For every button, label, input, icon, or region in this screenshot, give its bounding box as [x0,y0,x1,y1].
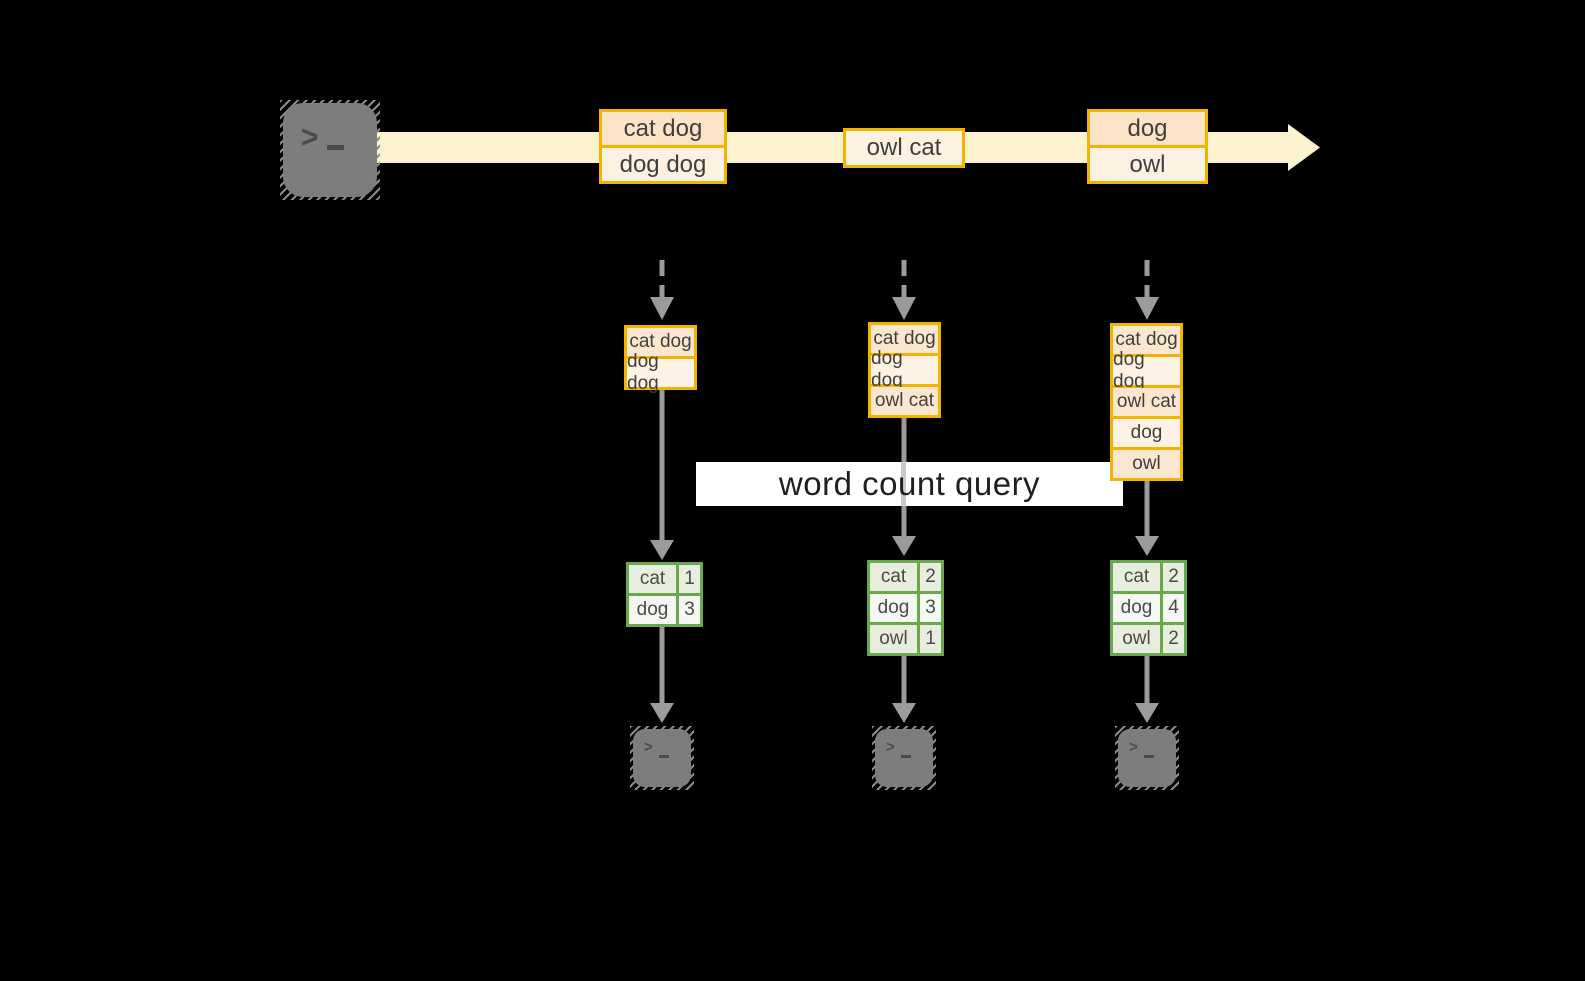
prompt-underscore-icon [327,145,344,150]
table-row: dog 3 [629,596,700,624]
word-cell: dog [1113,594,1160,622]
table-row: dog 3 [870,594,941,622]
terminal-screen: > [875,729,933,787]
event-cell: owl cat [846,131,962,165]
event-cell: dog [1090,112,1205,145]
prompt-chevron-icon: > [644,738,653,757]
stream-event-box-1: cat dog dog dog [599,109,727,184]
count-cell: 4 [1163,594,1184,622]
state-cell: dog [1113,419,1180,447]
terminal-sink-icon-2: > [872,726,936,790]
prompt-underscore-icon [659,755,669,758]
prompt-chevron-icon: > [886,738,895,757]
query-label: word count query [778,465,1041,502]
prompt-chevron-icon: > [301,120,319,155]
word-cell: dog [629,596,676,624]
state-cell: cat dog [871,325,938,353]
table-row: owl 2 [1113,625,1184,653]
count-cell: 3 [679,596,700,624]
state-box-1: cat dog dog dog [624,325,697,394]
event-cell: owl [1090,148,1205,181]
state-cell: owl [1113,450,1180,478]
query-arrows [650,390,1159,560]
ingest-arrows [650,260,1159,320]
prompt-chevron-icon: > [1129,738,1138,757]
terminal-sink-icon-3: > [1115,726,1179,790]
count-cell: 1 [920,625,941,653]
sink-arrows [650,627,1159,723]
word-cell: cat [629,565,676,593]
terminal-source-icon: > [280,100,380,200]
state-cell: dog dog [627,351,694,394]
table-row: cat 1 [629,565,700,593]
word-cell: owl [870,625,917,653]
stream-event-box-3: dog owl [1087,109,1208,184]
state-box-2: cat dog dog dog owl cat [868,322,941,418]
table-row: cat 2 [870,563,941,591]
count-cell: 2 [920,563,941,591]
state-cell: cat dog [1113,326,1180,354]
count-cell: 2 [1163,625,1184,653]
count-table-2: cat 2 dog 3 owl 1 [867,560,944,656]
table-row: dog 4 [1113,594,1184,622]
event-cell: dog dog [602,148,724,181]
table-row: cat 2 [1113,563,1184,591]
state-cell: owl cat [871,387,938,415]
terminal-sink-icon-1: > [630,726,694,790]
state-cell: cat dog [627,328,694,356]
query-label-band: word count query [696,462,1123,506]
stream-event-box-2: owl cat [843,128,965,168]
arrow-through-band [901,462,906,506]
terminal-screen: > [283,103,377,197]
word-cell: cat [870,563,917,591]
word-cell: owl [1113,625,1160,653]
event-cell: cat dog [602,112,724,145]
count-cell: 2 [1163,563,1184,591]
prompt-underscore-icon [901,755,911,758]
count-cell: 3 [920,594,941,622]
state-cell: dog dog [871,348,938,391]
word-cell: dog [870,594,917,622]
count-cell: 1 [679,565,700,593]
table-row: owl 1 [870,625,941,653]
terminal-screen: > [1118,729,1176,787]
word-cell: cat [1113,563,1160,591]
count-table-3: cat 2 dog 4 owl 2 [1110,560,1187,656]
prompt-underscore-icon [1144,755,1154,758]
state-box-3: cat dog dog dog owl cat dog owl [1110,323,1183,481]
count-table-1: cat 1 dog 3 [626,562,703,627]
state-cell: owl cat [1113,388,1180,416]
terminal-screen: > [633,729,691,787]
state-cell: dog dog [1113,349,1180,392]
